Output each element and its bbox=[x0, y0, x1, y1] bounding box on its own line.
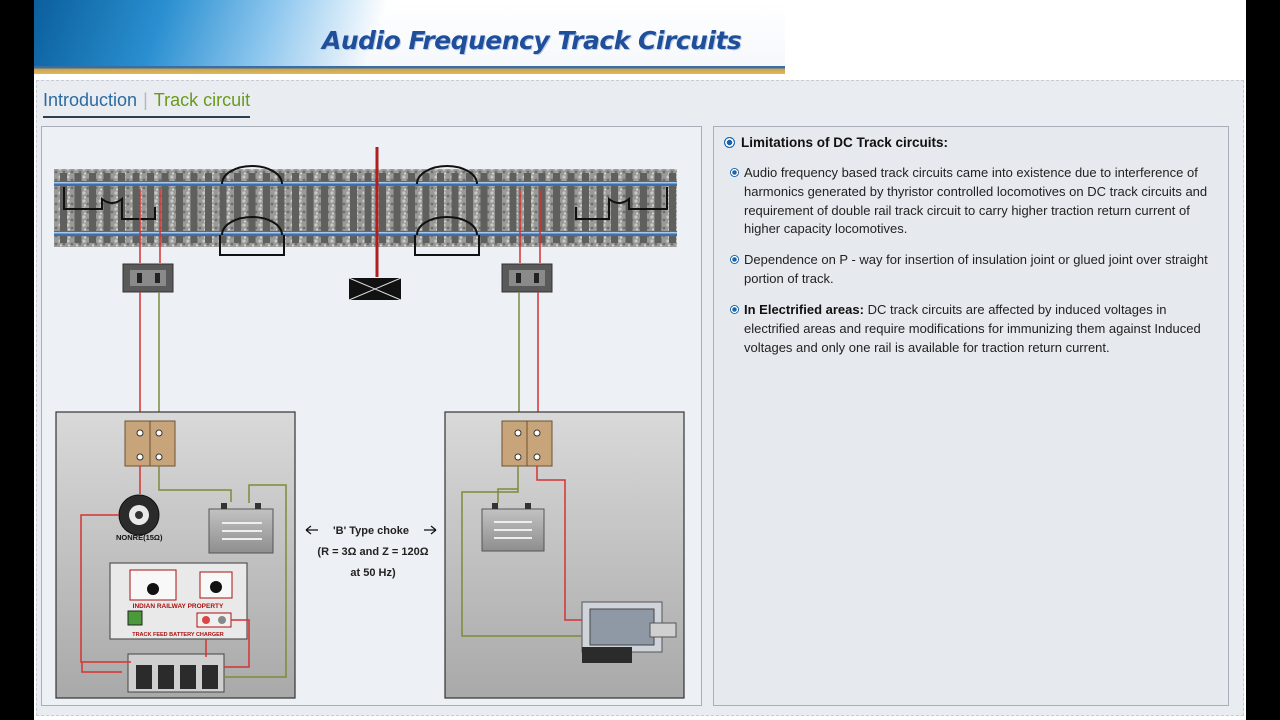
header-banner: Audio Frequency Track Circuits bbox=[34, 0, 785, 74]
limitations-heading: Limitations of DC Track circuits: bbox=[724, 135, 948, 150]
sleeper bbox=[103, 173, 111, 243]
sleeper bbox=[147, 173, 154, 243]
bullet-icon bbox=[730, 168, 739, 177]
sleeper bbox=[248, 173, 256, 243]
breadcrumb-separator: | bbox=[143, 90, 148, 110]
sleeper bbox=[669, 173, 676, 243]
sleeper bbox=[393, 173, 401, 243]
bullet-icon bbox=[730, 255, 739, 264]
sleeper bbox=[611, 173, 618, 243]
sleeper bbox=[306, 173, 314, 243]
sleeper bbox=[553, 173, 560, 243]
limitations-panel: Limitations of DC Track circuits: Audio … bbox=[713, 126, 1229, 706]
sleeper bbox=[292, 173, 299, 243]
breadcrumb-introduction[interactable]: Introduction bbox=[43, 90, 138, 110]
sleeper bbox=[277, 173, 285, 243]
left-bond-wire bbox=[63, 187, 156, 220]
sleeper bbox=[263, 173, 270, 243]
sleepers bbox=[60, 173, 676, 243]
limitations-heading-text: Limitations of DC Track circuits: bbox=[741, 135, 949, 150]
choke-title: 'B' Type choke bbox=[333, 525, 409, 537]
sleeper bbox=[335, 173, 343, 243]
left-arrow-icon bbox=[305, 525, 318, 535]
center-junction-box bbox=[348, 277, 402, 301]
limitation-bold-lead: In Electrified areas: bbox=[744, 302, 864, 317]
choke-spec: (R = 3Ω and Z = 120Ω bbox=[317, 546, 428, 558]
sleeper bbox=[596, 173, 604, 243]
choke-frequency: at 50 Hz) bbox=[350, 567, 396, 579]
limitation-item: Dependence on P - way for insertion of i… bbox=[730, 251, 1216, 289]
sleeper bbox=[538, 173, 546, 243]
sleeper bbox=[379, 173, 386, 243]
track-relay bbox=[581, 601, 677, 663]
right-arrow-icon bbox=[424, 525, 437, 535]
sleeper bbox=[132, 173, 140, 243]
left-track-terminal bbox=[122, 263, 174, 293]
content-frame: Introduction|Track circuit bbox=[36, 80, 1244, 716]
feed-end-equipment bbox=[55, 411, 296, 699]
breadcrumb-track-circuit[interactable]: Track circuit bbox=[153, 90, 251, 110]
sleeper bbox=[437, 173, 444, 243]
top-rail-highlight bbox=[54, 182, 677, 184]
page-title: Audio Frequency Track Circuits bbox=[322, 26, 742, 55]
bullet-icon bbox=[724, 137, 735, 148]
choke-annotation: 'B' Type choke (R = 3Ω and Z = 120Ω at 5… bbox=[305, 525, 437, 579]
bottom-rail-highlight bbox=[54, 232, 677, 234]
sleeper bbox=[422, 173, 430, 243]
sleeper bbox=[190, 173, 198, 243]
sleeper bbox=[234, 173, 241, 243]
railway-track bbox=[54, 147, 677, 277]
sleeper bbox=[161, 173, 169, 243]
limitation-text: DC track circuits are affected by induce… bbox=[744, 302, 1201, 355]
feed-battery bbox=[208, 503, 274, 554]
sleeper bbox=[509, 173, 517, 243]
right-track-terminal bbox=[501, 263, 553, 293]
sleeper bbox=[466, 173, 473, 243]
header-wave-graphic bbox=[34, 0, 454, 66]
relay-end-equipment bbox=[444, 411, 685, 699]
left-choke-bond bbox=[221, 165, 283, 236]
resistor-label: NONRE(15Ω) bbox=[116, 533, 163, 542]
track-circuit-diagram: NONRE(15Ω) INDIAN RAILWAY PROPERTY TRACK… bbox=[54, 147, 685, 699]
sleeper bbox=[176, 173, 183, 243]
bullet-icon bbox=[730, 305, 739, 314]
sleeper bbox=[321, 173, 328, 243]
diagram-panel: NONRE(15Ω) INDIAN RAILWAY PROPERTY TRACK… bbox=[41, 126, 702, 706]
sleeper bbox=[364, 173, 372, 243]
relay-battery bbox=[481, 503, 545, 552]
sleeper bbox=[205, 173, 212, 243]
charger-main-label: INDIAN RAILWAY PROPERTY bbox=[133, 603, 224, 610]
sleeper bbox=[495, 173, 502, 243]
sleeper bbox=[408, 173, 415, 243]
sleeper bbox=[451, 173, 459, 243]
sleeper bbox=[582, 173, 589, 243]
slide: Audio Frequency Track Circuits Introduct… bbox=[34, 0, 1246, 720]
limitation-text: Dependence on P - way for insertion of i… bbox=[744, 252, 1208, 286]
sleeper bbox=[567, 173, 575, 243]
sleeper bbox=[350, 173, 357, 243]
sleeper bbox=[524, 173, 531, 243]
limitation-item: In Electrified areas: DC track circuits … bbox=[730, 301, 1216, 357]
charger-sub-label: TRACK FEED BATTERY CHARGER bbox=[132, 632, 224, 638]
sleeper bbox=[219, 173, 227, 243]
limitation-item: Audio frequency based track circuits cam… bbox=[730, 164, 1216, 239]
limitation-text: Audio frequency based track circuits cam… bbox=[744, 165, 1208, 237]
choke-leads bbox=[219, 235, 480, 256]
header-underline bbox=[34, 66, 785, 74]
battery-bank bbox=[127, 653, 225, 693]
right-bond-wire bbox=[575, 187, 668, 220]
sleeper bbox=[480, 173, 488, 243]
right-choke-bond bbox=[416, 165, 478, 236]
battery-charger bbox=[109, 562, 248, 640]
breadcrumb: Introduction|Track circuit bbox=[43, 90, 251, 118]
